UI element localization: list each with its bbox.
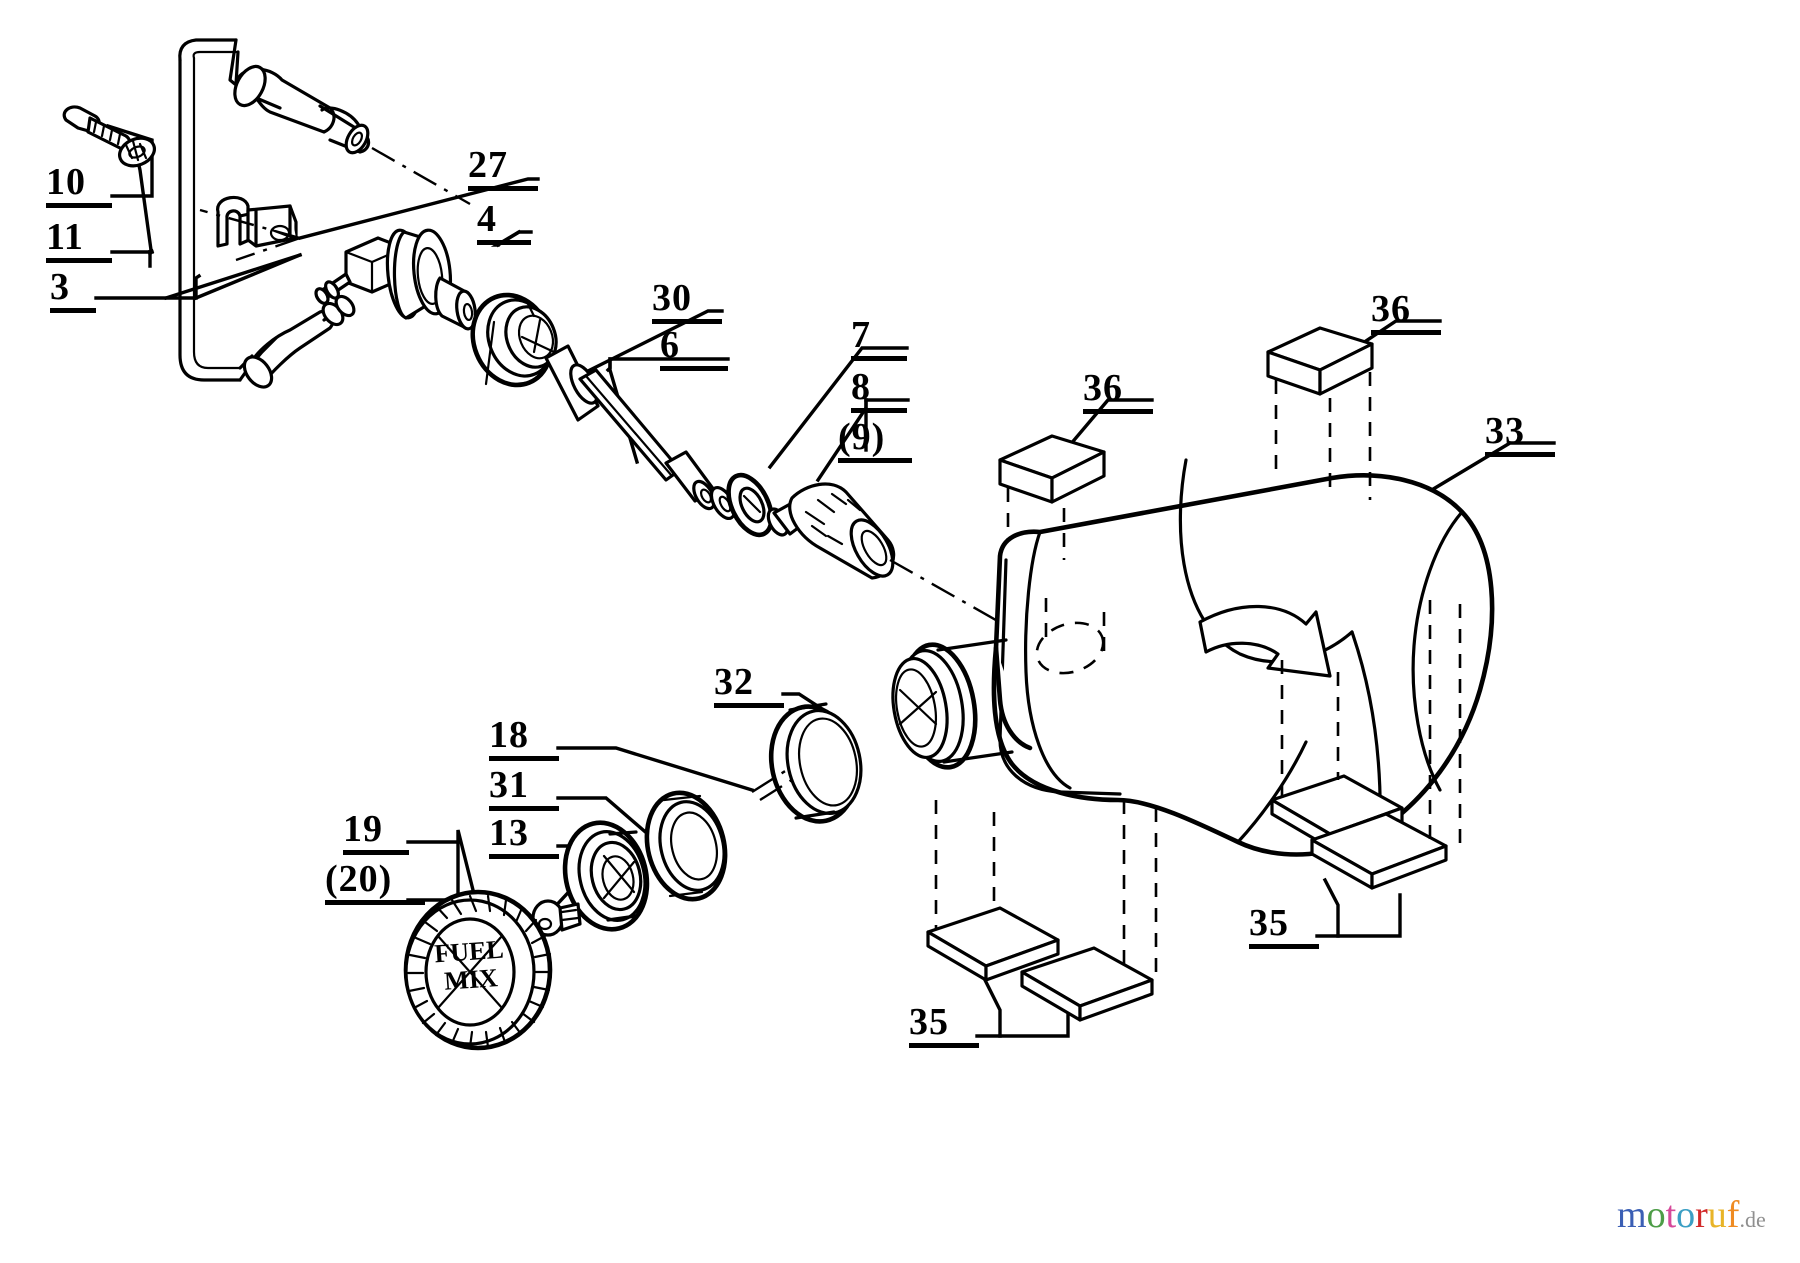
- callout-36-left-rule: [1083, 409, 1153, 414]
- callout-27-rule: [468, 186, 538, 191]
- callout-10-rule: [46, 203, 112, 208]
- callout-36-left: 36: [1083, 369, 1153, 414]
- motoruf-watermark: motoruf.de: [1617, 1196, 1766, 1234]
- callout-36-left-label: 36: [1083, 367, 1123, 409]
- callout-32-rule: [714, 703, 784, 708]
- wm-letter-f: f: [1726, 1194, 1740, 1236]
- part-36-mount-blocks: [998, 326, 1374, 560]
- callout-8: 8: [851, 368, 907, 413]
- part-27-clip: [199, 195, 301, 262]
- part-4-valve-body: [314, 228, 477, 331]
- callout-31: 31: [489, 766, 559, 811]
- callout-7-rule: [851, 356, 907, 361]
- callout-27-label: 27: [468, 144, 508, 186]
- callout-32-label: 32: [714, 661, 754, 703]
- part-35-foot-plates: [926, 600, 1462, 1022]
- callout-11-rule: [46, 258, 112, 263]
- callout-30-rule: [652, 319, 722, 324]
- callout-18-label: 18: [489, 714, 529, 756]
- fuel-cap-text: FUEL MIX: [412, 934, 528, 997]
- part-31-gasket: [562, 820, 650, 932]
- callout-27: 27: [468, 146, 538, 191]
- callout-33-label: 33: [1485, 410, 1525, 452]
- wm-suffix: .de: [1739, 1207, 1766, 1232]
- callout-11-label: 11: [46, 216, 84, 258]
- wm-letter-u: u: [1707, 1194, 1727, 1236]
- callout-36-right-rule: [1371, 330, 1441, 335]
- callout-13-label: 13: [489, 812, 529, 854]
- callout-6: 6: [660, 326, 728, 371]
- callout-7: 7: [851, 316, 907, 361]
- callout-9-label: (9): [838, 416, 886, 458]
- part-19-fuel-cap: [403, 889, 553, 1051]
- part-32-seal-ring: [751, 702, 863, 824]
- callout-35-right-label: 35: [1249, 902, 1289, 944]
- part-30-collar: [470, 292, 558, 388]
- wm-letter-t: t: [1665, 1194, 1677, 1236]
- wm-letter-r: r: [1695, 1194, 1708, 1236]
- part-11-lock-washer: [118, 136, 156, 168]
- callout-19-rule: [343, 850, 409, 855]
- wm-letter-m: m: [1617, 1194, 1647, 1236]
- callout-3: 3: [50, 268, 96, 313]
- callout-7-label: 7: [851, 314, 871, 356]
- part-18-washer: [644, 790, 728, 902]
- callout-10-label: 10: [46, 161, 86, 203]
- callout-13-rule: [489, 854, 559, 859]
- callout-36-right-label: 36: [1371, 288, 1411, 330]
- callout-32: 32: [714, 663, 784, 708]
- callout-8-label: 8: [851, 366, 871, 408]
- callout-20: (20): [325, 860, 425, 905]
- callout-4: 4: [477, 200, 531, 245]
- part-13-screw: [531, 899, 582, 937]
- callout-18-rule: [489, 756, 559, 761]
- callout-4-label: 4: [477, 198, 497, 240]
- part-6-rod: [544, 344, 737, 520]
- callout-36-right: 36: [1371, 290, 1441, 335]
- callout-35-bottom: 35: [909, 1003, 979, 1048]
- callout-13: 13: [489, 814, 559, 859]
- callout-20-label: (20): [325, 858, 393, 900]
- callout-33: 33: [1485, 412, 1555, 457]
- callout-6-rule: [660, 366, 728, 371]
- callout-31-rule: [489, 806, 559, 811]
- callout-19: 19: [343, 810, 409, 855]
- callout-35-right: 35: [1249, 904, 1319, 949]
- callout-35-bottom-label: 35: [909, 1001, 949, 1043]
- callout-6-label: 6: [660, 324, 680, 366]
- callout-10: 10: [46, 163, 112, 208]
- callout-9-rule: [838, 458, 912, 463]
- callout-33-rule: [1485, 452, 1555, 457]
- callout-11: 11: [46, 218, 112, 263]
- callout-4-rule: [477, 240, 531, 245]
- part-8-fuel-filter: [766, 482, 1011, 630]
- callout-9: (9): [838, 418, 912, 463]
- callout-3-label: 3: [50, 266, 70, 308]
- callout-35-bottom-rule: [909, 1043, 979, 1048]
- part-3-frame-and-lines: [178, 38, 471, 389]
- callout-18: 18: [489, 716, 559, 761]
- wm-letter-o2: o: [1676, 1194, 1696, 1236]
- callout-19-label: 19: [343, 808, 383, 850]
- part-7-washer: [726, 472, 774, 538]
- callout-30: 30: [652, 279, 722, 324]
- callout-31-label: 31: [489, 764, 529, 806]
- callout-20-rule: [325, 900, 425, 905]
- callout-8-rule: [851, 408, 907, 413]
- callout-30-label: 30: [652, 277, 692, 319]
- wm-letter-o1: o: [1646, 1194, 1666, 1236]
- callout-35-right-rule: [1249, 944, 1319, 949]
- callout-3-rule: [50, 308, 96, 313]
- part-33-fuel-tank: [891, 458, 1495, 857]
